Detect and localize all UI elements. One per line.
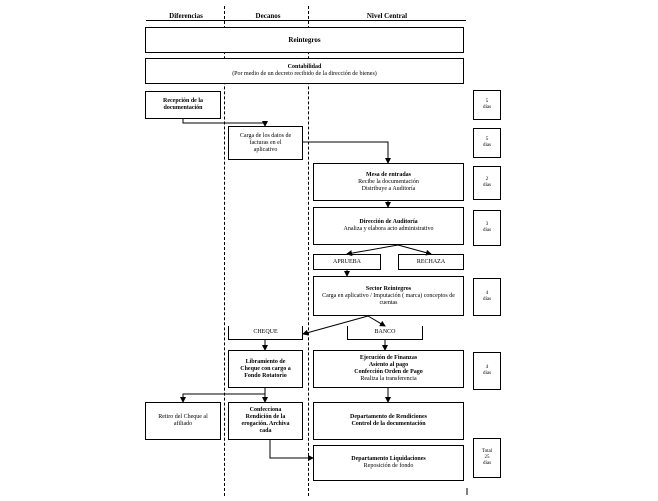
header-rule bbox=[146, 20, 466, 21]
mesa-entradas-line-1: Mesa de entradas bbox=[366, 171, 411, 178]
column-header-right: Nivel Central bbox=[366, 12, 408, 20]
duration-4-value: 3 bbox=[485, 222, 489, 227]
duration-box-2: 5 días bbox=[473, 128, 501, 158]
duration-3-unit: días bbox=[482, 183, 492, 188]
aprueba-label: APRUEBA bbox=[332, 258, 361, 265]
arrow-sector-cheque bbox=[302, 315, 369, 336]
sector-reintegros-line-3: cuentas bbox=[379, 299, 398, 306]
confecciona-box: Confecciona Rendición de la erogación. A… bbox=[228, 402, 303, 440]
arrow-auditoria-aprueba bbox=[346, 244, 399, 257]
duration-1-value: 5 bbox=[485, 99, 489, 104]
libramiento-box: Libramiento de Cheque con cargo a Fondo … bbox=[228, 350, 303, 388]
recepcion-line-1: Recepción de la bbox=[163, 98, 203, 104]
depto-rendiciones-line-2: Control de la documentación bbox=[351, 421, 426, 427]
recepcion-line-2: documentación bbox=[163, 105, 203, 111]
depto-liquidaciones-box: Departamento Liquidaciones Reposición de… bbox=[313, 445, 464, 481]
duration-box-1: 5 días bbox=[473, 90, 501, 120]
mesa-entradas-line-3: Distribuye a Auditoría bbox=[361, 185, 416, 192]
duration-total-value: 25 bbox=[484, 455, 490, 460]
rechaza-label: RECHAZA bbox=[416, 258, 446, 265]
arrow-carga-mesa bbox=[303, 141, 391, 164]
direccion-auditoria-line-2: Analiza y elabora acto administrativo bbox=[343, 226, 434, 232]
depto-liquidaciones-line-2: Reposición de fondo bbox=[363, 463, 414, 469]
duration-total-unit: días bbox=[482, 461, 492, 466]
cheque-label: CHEQUE bbox=[253, 329, 278, 335]
carga-datos-box: Carga de los datos de facturas en el apl… bbox=[228, 126, 303, 160]
carga-datos-line-3: aplicativo bbox=[253, 146, 278, 153]
confecciona-line-2: Rendición de la bbox=[245, 414, 286, 420]
duration-box-3: 2 días bbox=[473, 166, 501, 200]
direccion-auditoria-line-1: Dirección de Auditoría bbox=[359, 219, 418, 225]
contabilidad-title: Contabilidad bbox=[287, 64, 322, 70]
depto-rendiciones-box: Departamento de Rendiciones Control de l… bbox=[313, 402, 464, 440]
libramiento-line-1: Libramiento de bbox=[245, 358, 286, 365]
duration-5-value: 4 bbox=[485, 291, 489, 296]
duration-6-unit: días bbox=[482, 371, 492, 376]
duration-1-unit: días bbox=[482, 105, 492, 110]
reintegros-box: Reintegros bbox=[145, 27, 464, 53]
arrow-auditoria-rechaza bbox=[397, 244, 432, 256]
depto-liquidaciones-line-1: Departamento Liquidaciones bbox=[351, 456, 426, 462]
arrow-sector-banco bbox=[367, 315, 386, 327]
depto-rendiciones-line-1: Departamento de Rendiciones bbox=[350, 414, 427, 420]
duration-4-unit: días bbox=[482, 228, 492, 233]
carga-datos-line-2: facturas en el bbox=[249, 139, 282, 146]
arrow-confecciona-liquidaciones bbox=[269, 440, 314, 461]
mesa-entradas-line-2: Recibe la documentación bbox=[358, 178, 419, 185]
libramiento-line-3: Fondo Rotatorio bbox=[244, 372, 287, 379]
sector-reintegros-line-2: Carga en aplicativo / Imputación ( marca… bbox=[322, 292, 455, 299]
duration-3-value: 2 bbox=[485, 177, 489, 182]
ejecucion-box: Ejecución de Finanzas Asiento al pago Co… bbox=[313, 350, 464, 388]
retiro-cheque-line-1: Retiro del Cheque al bbox=[158, 414, 208, 420]
sector-reintegros-line-1: Sector Reintegros bbox=[365, 285, 412, 292]
contabilidad-note: (Por medio de un decreto recibido de la … bbox=[232, 71, 377, 77]
arrow-recepcion-carga bbox=[182, 119, 268, 127]
confecciona-line-4: cada bbox=[259, 428, 272, 434]
duration-total-label: Total bbox=[481, 449, 493, 454]
ejecucion-line-1: Ejecución de Finanzas bbox=[359, 355, 418, 361]
duration-2-value: 5 bbox=[485, 137, 489, 142]
duration-2-unit: días bbox=[482, 143, 492, 148]
duration-6-value: 4 bbox=[485, 365, 489, 370]
lane-separator-2 bbox=[308, 6, 309, 496]
column-header-left: Diferencias bbox=[169, 12, 203, 20]
duration-box-5: 4 días bbox=[473, 278, 501, 316]
column-header-middle: Decanos bbox=[255, 12, 281, 20]
mesa-entradas-box: Mesa de entradas Recibe la documentación… bbox=[313, 163, 464, 201]
banco-box: BANCO bbox=[347, 326, 423, 340]
duration-box-total: Total 25 días bbox=[473, 438, 501, 478]
reintegros-label: Reintegros bbox=[288, 35, 321, 44]
carga-datos-line-1: Carga de los datos de bbox=[239, 132, 292, 139]
ejecucion-line-4: Realiza la transferencia bbox=[360, 376, 417, 382]
duration-box-6: 4 días bbox=[473, 352, 501, 390]
arrow-libramiento-retiro bbox=[180, 393, 265, 403]
banco-label: BANCO bbox=[374, 329, 396, 335]
libramiento-line-2: Cheque con cargo a bbox=[240, 365, 291, 372]
lane-separator-1 bbox=[224, 6, 225, 496]
duration-5-unit: días bbox=[482, 297, 492, 302]
contabilidad-box: Contabilidad (Por medio de un decreto re… bbox=[145, 58, 464, 84]
duration-box-4: 3 días bbox=[473, 210, 501, 246]
confecciona-line-3: erogación. Archiva bbox=[241, 421, 290, 427]
retiro-cheque-line-2: afiliado bbox=[173, 421, 193, 427]
ejecucion-line-2: Asiento al pago bbox=[368, 362, 409, 368]
confecciona-line-1: Confecciona bbox=[249, 407, 282, 413]
sector-reintegros-box: Sector Reintegros Carga en aplicativo / … bbox=[313, 276, 464, 316]
ejecucion-line-3: Confección Orden de Pago bbox=[354, 369, 423, 375]
recepcion-box: Recepción de la documentación bbox=[145, 91, 221, 119]
